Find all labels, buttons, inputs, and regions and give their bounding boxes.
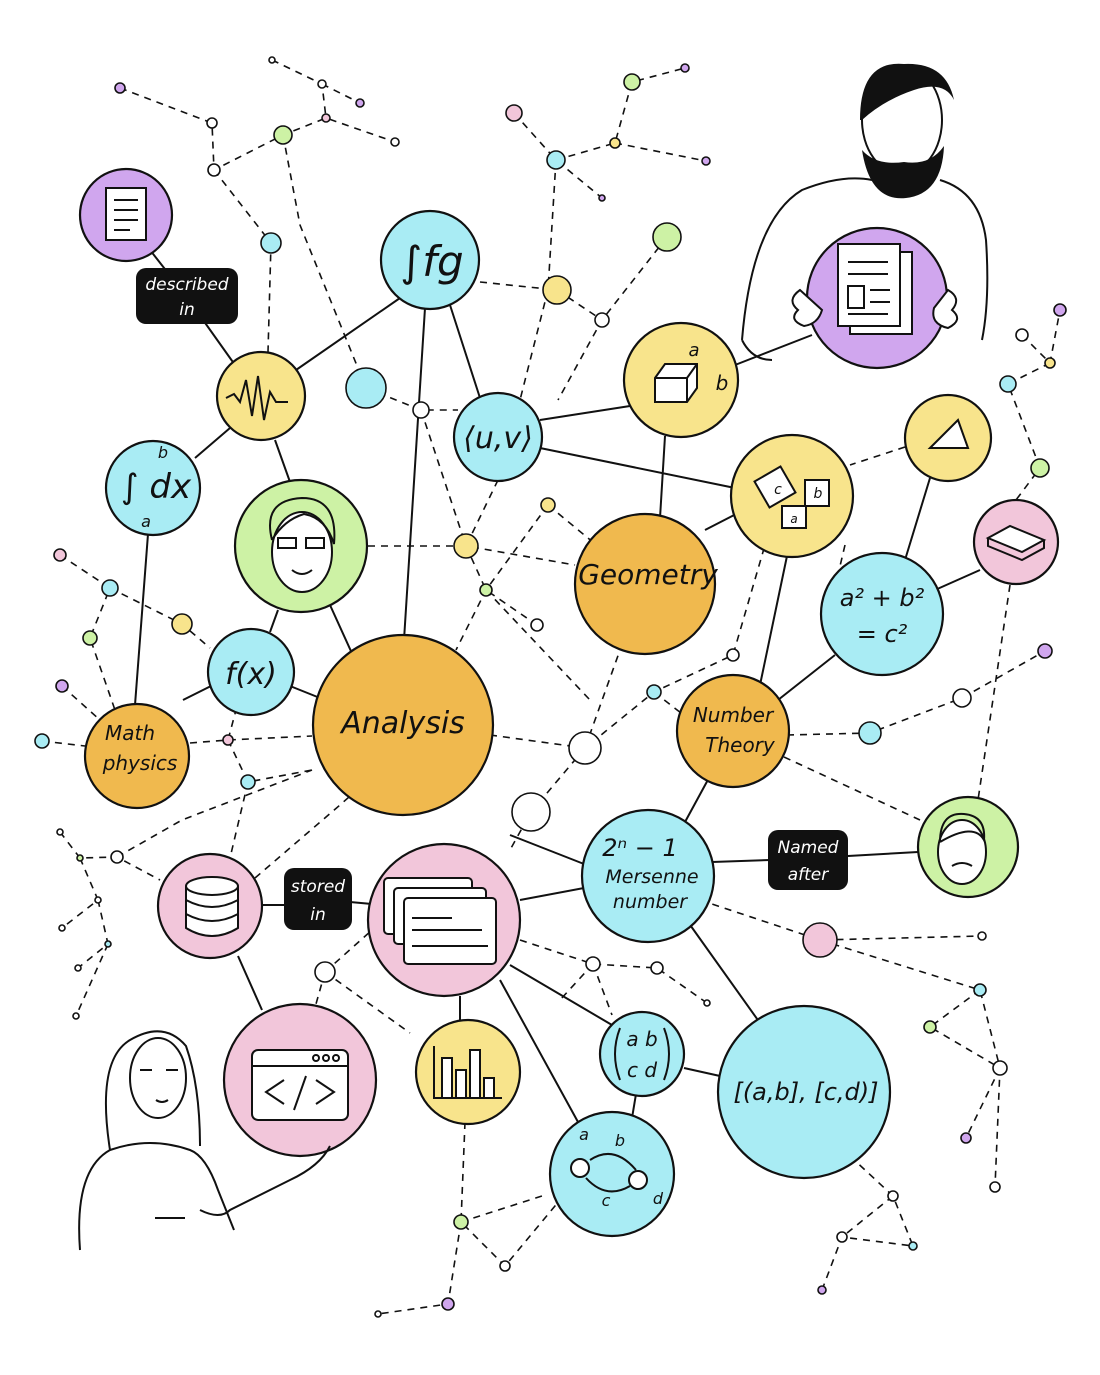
waveform-icon — [225, 375, 288, 421]
cuboid-icon — [654, 363, 698, 403]
node-mathematician-portrait[interactable] — [233, 478, 369, 614]
node-label: a — [790, 512, 797, 526]
solid-edges — [134, 249, 981, 1123]
node-label: ∫ dx — [121, 467, 192, 507]
node-integral-fg[interactable]: ∫fg — [379, 209, 481, 311]
node-label: Analysis — [339, 706, 465, 741]
tag-stored-in: stored in — [284, 868, 352, 930]
node-label: b — [158, 443, 168, 462]
node-bar-chart[interactable] — [414, 1018, 522, 1126]
node-label: physics — [102, 751, 178, 775]
node-mersenne-portrait[interactable] — [916, 795, 1020, 899]
code-windows-icon — [383, 877, 497, 965]
node-math-physics[interactable]: Math physics — [83, 702, 191, 810]
document-icon — [105, 187, 147, 241]
document-stack-icon — [837, 243, 913, 335]
node-document-purple[interactable] — [78, 167, 174, 263]
node-matrix[interactable]: a b c d — [598, 1010, 686, 1098]
node-label: [(a,b], [c,d)] — [733, 1078, 878, 1106]
tag-text: Named — [778, 838, 839, 858]
node-label: Mersenne — [605, 866, 698, 888]
node-inner-product[interactable]: ⟨u,v⟩ — [452, 391, 544, 483]
node-mersenne-number[interactable]: 2ⁿ − 1 Mersenne number — [580, 808, 716, 944]
node-code-windows[interactable] — [366, 842, 522, 998]
node-label: ⟨u,v⟩ — [463, 421, 533, 456]
node-label: = c² — [857, 620, 908, 648]
node-cuboid[interactable]: a b — [622, 321, 740, 439]
database-icon — [185, 876, 239, 937]
node-label: ∫fg — [400, 237, 463, 286]
right-triangle-icon — [927, 418, 970, 449]
node-label: c d — [627, 1058, 657, 1082]
tag-text: after — [788, 865, 830, 885]
node-number-theory[interactable]: Number Theory — [675, 673, 791, 789]
matrix-brackets-icon — [614, 1027, 670, 1081]
tag-text: in — [310, 905, 326, 925]
node-definite-integral[interactable]: ∫ dx b a — [104, 439, 202, 537]
directed-graph-icon — [570, 1152, 648, 1193]
node-label: a² + b² — [840, 584, 925, 612]
node-label: a — [579, 1125, 589, 1144]
node-label: f(x) — [225, 657, 277, 692]
small-dots — [34, 56, 1067, 1318]
node-label: a b — [626, 1027, 657, 1051]
woman-portrait-icon — [269, 496, 336, 593]
node-triangle[interactable] — [903, 393, 993, 483]
tag-text: described — [145, 275, 228, 295]
woman-illustration — [78, 1030, 331, 1251]
node-pythagorean-theorem[interactable]: a² + b² = c² — [819, 551, 945, 677]
tag-text: stored — [291, 877, 345, 897]
node-label: Math — [105, 721, 155, 745]
bar-chart-icon — [433, 1046, 502, 1099]
tag-named-after: Named after — [768, 830, 848, 890]
node-label: d — [653, 1189, 664, 1208]
node-label: c — [774, 482, 782, 498]
node-label: Theory — [705, 733, 776, 757]
node-label: Geometry — [578, 558, 718, 591]
node-database[interactable] — [156, 852, 264, 960]
node-html-code[interactable] — [222, 1002, 378, 1158]
node-pythagoras-squares[interactable]: c b a — [729, 433, 855, 559]
node-book[interactable] — [972, 498, 1060, 586]
man-holding-document-illustration — [741, 63, 989, 370]
man-portrait-icon — [937, 812, 987, 885]
node-label: b — [716, 371, 729, 395]
node-intervals[interactable]: [(a,b], [c,d)] — [716, 1004, 892, 1180]
node-label: c — [602, 1191, 611, 1210]
code-editor-icon — [251, 1049, 349, 1121]
node-signal-wave[interactable] — [215, 350, 307, 442]
book-icon — [985, 524, 1047, 562]
node-label: Number — [693, 703, 775, 727]
node-directed-graph[interactable]: a b c d — [548, 1110, 676, 1238]
squares-diagram-icon — [753, 465, 830, 529]
node-label: number — [613, 891, 688, 913]
node-function[interactable]: f(x) — [206, 627, 296, 717]
node-geometry[interactable]: Geometry — [573, 512, 718, 656]
tag-text: in — [179, 300, 195, 320]
node-analysis[interactable]: Analysis — [311, 633, 495, 817]
node-label: 2ⁿ − 1 — [602, 834, 677, 862]
tag-described-in: described in — [136, 268, 238, 324]
node-label: b — [615, 1131, 625, 1150]
node-label: b — [814, 486, 823, 502]
node-label: a — [141, 512, 151, 531]
node-label: a — [688, 340, 699, 361]
